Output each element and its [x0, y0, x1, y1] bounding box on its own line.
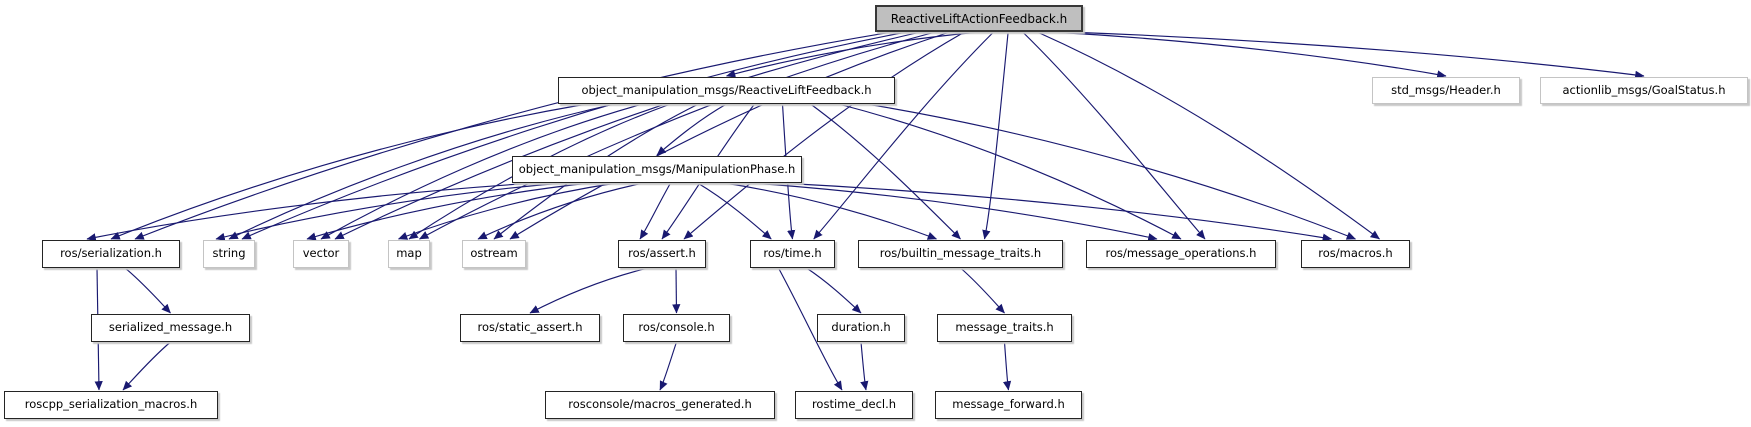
graph-node-rosconsole-macros-generated[interactable]: rosconsole/macros_generated.h [545, 391, 775, 419]
graph-node-label: duration.h [831, 320, 891, 335]
include-edge-main-to-reactive-lift-feedback [725, 31, 980, 78]
include-edge-ros-builtin-message-traits-to-message-traits [960, 267, 1005, 314]
graph-node-label: ros/static_assert.h [477, 320, 583, 335]
include-edge-main-to-std-msgs-header [1051, 31, 1447, 79]
graph-node-label: object_manipulation_msgs/ReactiveLiftFee… [581, 82, 872, 97]
include-edge-reactive-lift-feedback-to-ros-time [781, 103, 796, 240]
graph-node-serialized-message[interactable]: serialized_message.h [91, 314, 250, 342]
graph-node-label: ros/assert.h [628, 246, 696, 261]
graph-node-ros-console[interactable]: ros/console.h [623, 314, 730, 342]
graph-node-string: string [203, 240, 255, 268]
include-edge-ros-time-to-rostime-decl [777, 267, 843, 391]
include-edge-reactive-lift-feedback-to-vector [320, 103, 643, 240]
graph-node-ros-macros[interactable]: ros/macros.h [1301, 240, 1410, 268]
graph-node-ros-static-assert[interactable]: ros/static_assert.h [460, 314, 600, 342]
include-edge-main-to-map [419, 31, 936, 240]
include-edge-ros-assert-to-ros-static-assert [529, 267, 649, 314]
graph-node-ros-builtin-message-traits[interactable]: ros/builtin_message_traits.h [858, 240, 1063, 268]
graph-node-message-traits[interactable]: message_traits.h [937, 314, 1072, 342]
include-edge-reactive-lift-feedback-to-ros-macros [866, 103, 1356, 240]
include-edge-manipulation-phase-to-map [398, 182, 617, 240]
include-edge-manipulation-phase-to-ros-assert [639, 182, 672, 240]
graph-node-label: ros/builtin_message_traits.h [879, 246, 1042, 261]
include-edge-main-to-ros-serialization [134, 31, 892, 240]
include-edge-main-to-ros-assert [683, 31, 965, 240]
include-edge-ros-serialization-to-serialized-message [124, 267, 171, 314]
include-edge-main-to-ros-builtin-message-traits [982, 31, 1009, 240]
include-edge-message-traits-to-message-forward [1002, 341, 1012, 391]
graph-node-label: object_manipulation_msgs/ManipulationPha… [518, 161, 796, 176]
include-edge-manipulation-phase-to-ros-serialization [86, 182, 536, 242]
graph-node-label: roscpp_serialization_macros.h [24, 397, 198, 412]
graph-node-label: rosconsole/macros_generated.h [568, 397, 752, 412]
graph-node-main: ReactiveLiftActionFeedback.h [875, 5, 1083, 32]
include-edge-duration-to-rostime-decl [860, 341, 869, 391]
include-edge-manipulation-phase-to-vector [306, 182, 590, 241]
graph-node-ros-time[interactable]: ros/time.h [750, 240, 835, 268]
graph-node-label: actionlib_msgs/GoalStatus.h [1562, 82, 1726, 97]
graph-node-label: map [396, 246, 422, 261]
graph-node-std-msgs-header: std_msgs/Header.h [1372, 77, 1520, 104]
include-edge-reactive-lift-feedback-to-ros-serialization [110, 103, 587, 240]
graph-node-label: ReactiveLiftActionFeedback.h [890, 11, 1068, 26]
graph-node-message-forward[interactable]: message_forward.h [935, 391, 1082, 419]
include-edge-manipulation-phase-to-ros-time [697, 182, 772, 240]
include-edge-manipulation-phase-to-ros-macros [778, 182, 1333, 242]
include-edge-manipulation-phase-to-ros-message-operations [751, 182, 1158, 242]
include-edge-manipulation-phase-to-ostream [477, 182, 644, 240]
graph-node-ros-assert[interactable]: ros/assert.h [618, 240, 706, 268]
graph-node-map: map [388, 240, 430, 268]
include-edge-main-to-ros-macros [1037, 31, 1380, 240]
include-edge-reactive-lift-feedback-to-manipulation-phase [656, 103, 727, 156]
graph-node-label: message_traits.h [955, 320, 1054, 335]
graph-node-label: ros/console.h [638, 320, 715, 335]
include-edge-main-to-string [241, 31, 907, 240]
include-edge-ros-console-to-rosconsole-macros-generated [659, 341, 678, 391]
graph-node-roscpp-serialization-macros[interactable]: roscpp_serialization_macros.h [4, 391, 218, 419]
graph-node-label: ros/serialization.h [60, 246, 162, 261]
graph-node-actionlib-msgs-goalstatus: actionlib_msgs/GoalStatus.h [1540, 77, 1748, 104]
graph-node-label: std_msgs/Header.h [1391, 82, 1501, 97]
graph-node-label: ros/time.h [763, 246, 822, 261]
graph-node-ostream: ostream [462, 240, 526, 268]
graph-node-ros-serialization[interactable]: ros/serialization.h [42, 240, 180, 268]
graph-node-label: ros/macros.h [1318, 246, 1393, 261]
include-edge-ros-assert-to-ros-console [672, 267, 681, 314]
include-edge-manipulation-phase-to-string [215, 182, 563, 241]
include-edge-ros-serialization-to-roscpp-serialization-macros [94, 267, 103, 391]
include-edge-main-to-ros-time [813, 31, 994, 240]
graph-node-reactive-lift-feedback[interactable]: object_manipulation_msgs/ReactiveLiftFee… [558, 77, 895, 104]
graph-node-manipulation-phase[interactable]: object_manipulation_msgs/ManipulationPha… [512, 156, 802, 183]
include-edge-ros-time-to-duration [806, 267, 862, 314]
graph-node-vector: vector [293, 240, 349, 268]
include-edge-main-to-ostream [509, 31, 951, 240]
include-edge-main-to-actionlib-msgs-goalstatus [1066, 31, 1645, 80]
include-edge-reactive-lift-feedback-to-ros-message-operations [838, 103, 1182, 240]
graph-node-label: ros/message_operations.h [1105, 246, 1257, 261]
graph-node-rostime-decl[interactable]: rostime_decl.h [795, 391, 913, 419]
graph-node-ros-message-operations[interactable]: ros/message_operations.h [1086, 240, 1276, 268]
include-edge-serialized-message-to-roscpp-serialization-macros [122, 341, 171, 391]
graph-node-label: message_forward.h [952, 397, 1065, 412]
include-edge-manipulation-phase-to-ros-builtin-message-traits [724, 182, 937, 240]
graph-node-duration[interactable]: duration.h [817, 314, 905, 342]
graph-node-label: vector [302, 246, 340, 261]
include-edge-reactive-lift-feedback-to-ros-builtin-message-traits [810, 103, 961, 240]
graph-node-label: rostime_decl.h [811, 397, 897, 412]
include-edge-main-to-ros-message-operations [1022, 31, 1206, 240]
graph-node-label: serialized_message.h [108, 320, 233, 335]
graph-node-label: ostream [470, 246, 518, 261]
include-edge-main-to-vector [334, 31, 921, 240]
include-edge-reactive-lift-feedback-to-string [228, 103, 615, 240]
graph-node-label: string [212, 246, 246, 261]
